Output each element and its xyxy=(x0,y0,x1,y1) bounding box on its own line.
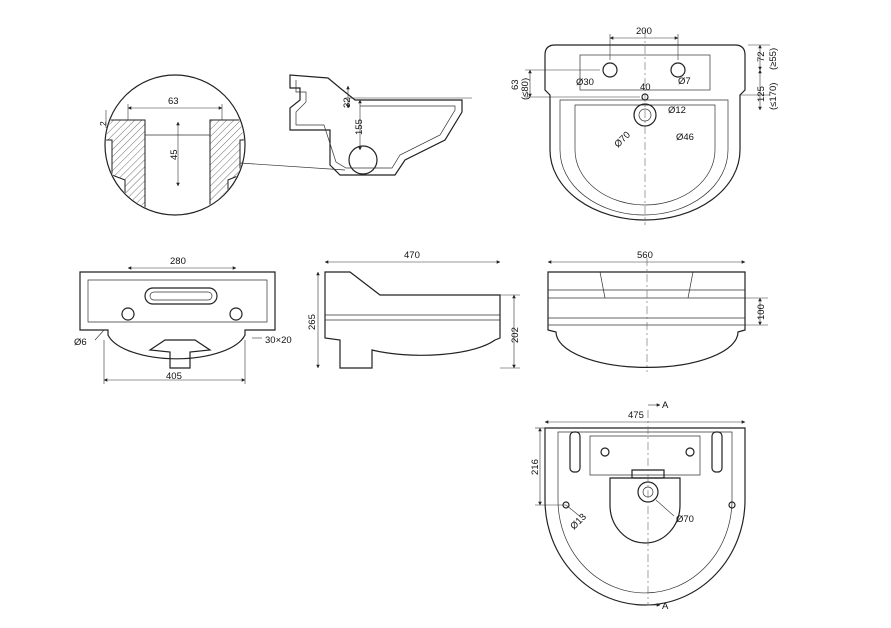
top-dim-72-note: (≥55) xyxy=(768,48,779,70)
top-dim-d46: Ø46 xyxy=(676,132,694,143)
top-dim-125: 125 xyxy=(756,86,767,102)
bottom-dim-475: 475 xyxy=(628,410,644,421)
rear-dim-405: 405 xyxy=(166,371,182,382)
side-dim-202: 202 xyxy=(510,327,521,343)
front-dim-100: 100 xyxy=(756,304,767,320)
rear-view: 280 405 Ø6 30×20 xyxy=(74,256,292,384)
section-dim-32: 32 xyxy=(342,97,353,108)
detail-dim-45: 45 xyxy=(169,149,180,160)
rear-dim-d6: Ø6 xyxy=(74,337,87,348)
side-view: 470 265 202 xyxy=(307,250,521,369)
section-view: 32 155 xyxy=(289,74,472,176)
top-dim-d12: Ø12 xyxy=(668,105,686,116)
top-dim-d7: Ø7 xyxy=(678,76,691,87)
rear-dim-280: 280 xyxy=(170,256,186,267)
bottom-dim-d13: Ø13 xyxy=(568,512,588,532)
rear-dim-30x20: 30×20 xyxy=(265,335,292,346)
top-view: 200 72 (≥55) 125 (≤170) 63 (≤80) Ø30 Ø7 … xyxy=(510,26,779,225)
section-dim-155: 155 xyxy=(354,119,365,135)
top-dim-72: 72 xyxy=(756,51,767,62)
front-view: 560 100 xyxy=(547,250,768,372)
detail-leader xyxy=(239,162,346,171)
bottom-dim-216: 216 xyxy=(530,459,541,475)
section-mark-a-top: A xyxy=(662,400,669,411)
top-dim-63: 63 xyxy=(510,79,521,90)
top-dim-40: 40 xyxy=(640,82,651,93)
detail-view: 63 45 2 xyxy=(98,74,246,216)
top-dim-125-note: (≤170) xyxy=(768,83,779,110)
side-dim-265: 265 xyxy=(307,314,318,330)
top-dim-200: 200 xyxy=(636,26,652,37)
top-dim-63-note: (≤80) xyxy=(520,78,531,100)
detail-dim-63: 63 xyxy=(168,96,179,107)
top-dim-d30: Ø30 xyxy=(576,77,594,88)
bottom-view: 475 216 Ø13 Ø70 A A xyxy=(530,400,746,612)
bottom-dim-d70: Ø70 xyxy=(676,514,694,525)
top-dim-d70: Ø70 xyxy=(612,130,632,150)
front-dim-560: 560 xyxy=(637,250,653,261)
detail-dim-2: 2 xyxy=(98,121,108,126)
section-mark-a-bottom: A xyxy=(662,601,669,612)
side-dim-470: 470 xyxy=(404,250,420,261)
